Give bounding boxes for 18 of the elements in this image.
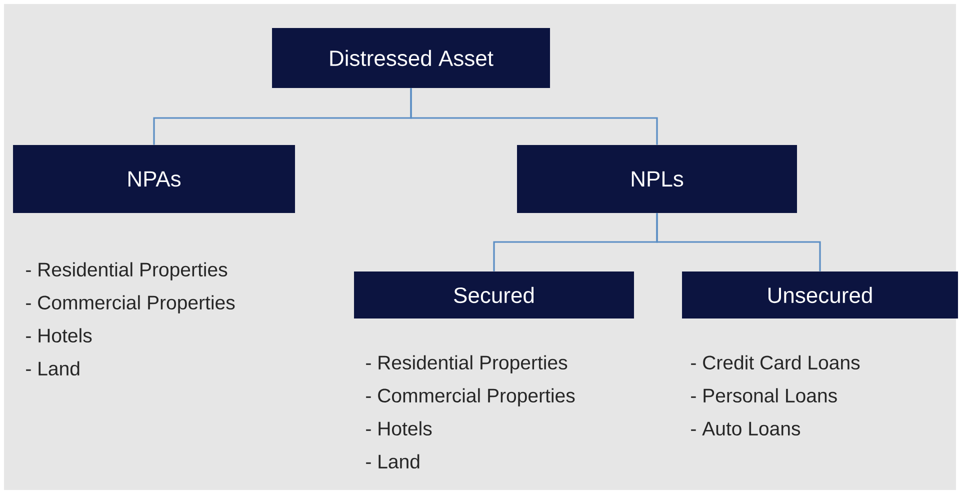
node-label: - Residential Properties bbox=[366, 355, 568, 374]
node-label: - Land bbox=[366, 454, 420, 469]
bullet-list: - Credit Card Loans - Personal Loans - Auto Loans bbox=[691, 355, 860, 436]
bullet-list: - Residential Properties - Commercial Properties - Hotels - Land bbox=[26, 262, 235, 376]
connector-line bbox=[656, 213, 821, 272]
category-box: Secured bbox=[354, 272, 634, 318]
node-label: - Hotels bbox=[26, 328, 92, 343]
node-label: - Commercial Properties bbox=[26, 295, 235, 314]
node-label: - Hotels bbox=[366, 421, 432, 436]
node-label: - Commercial Properties bbox=[366, 388, 575, 406]
bullet-list: - Residential Properties - Commercial Properties - Hotels - Land bbox=[366, 355, 575, 468]
category-box: NPLs bbox=[517, 145, 797, 213]
category-box: Unsecured bbox=[682, 272, 958, 318]
connector-line bbox=[410, 88, 658, 145]
node-label: - Residential Properties bbox=[26, 262, 228, 280]
node-label: - Land bbox=[26, 361, 80, 376]
category-box: NPAs bbox=[13, 145, 295, 213]
category-box: Distressed Asset bbox=[272, 28, 550, 88]
